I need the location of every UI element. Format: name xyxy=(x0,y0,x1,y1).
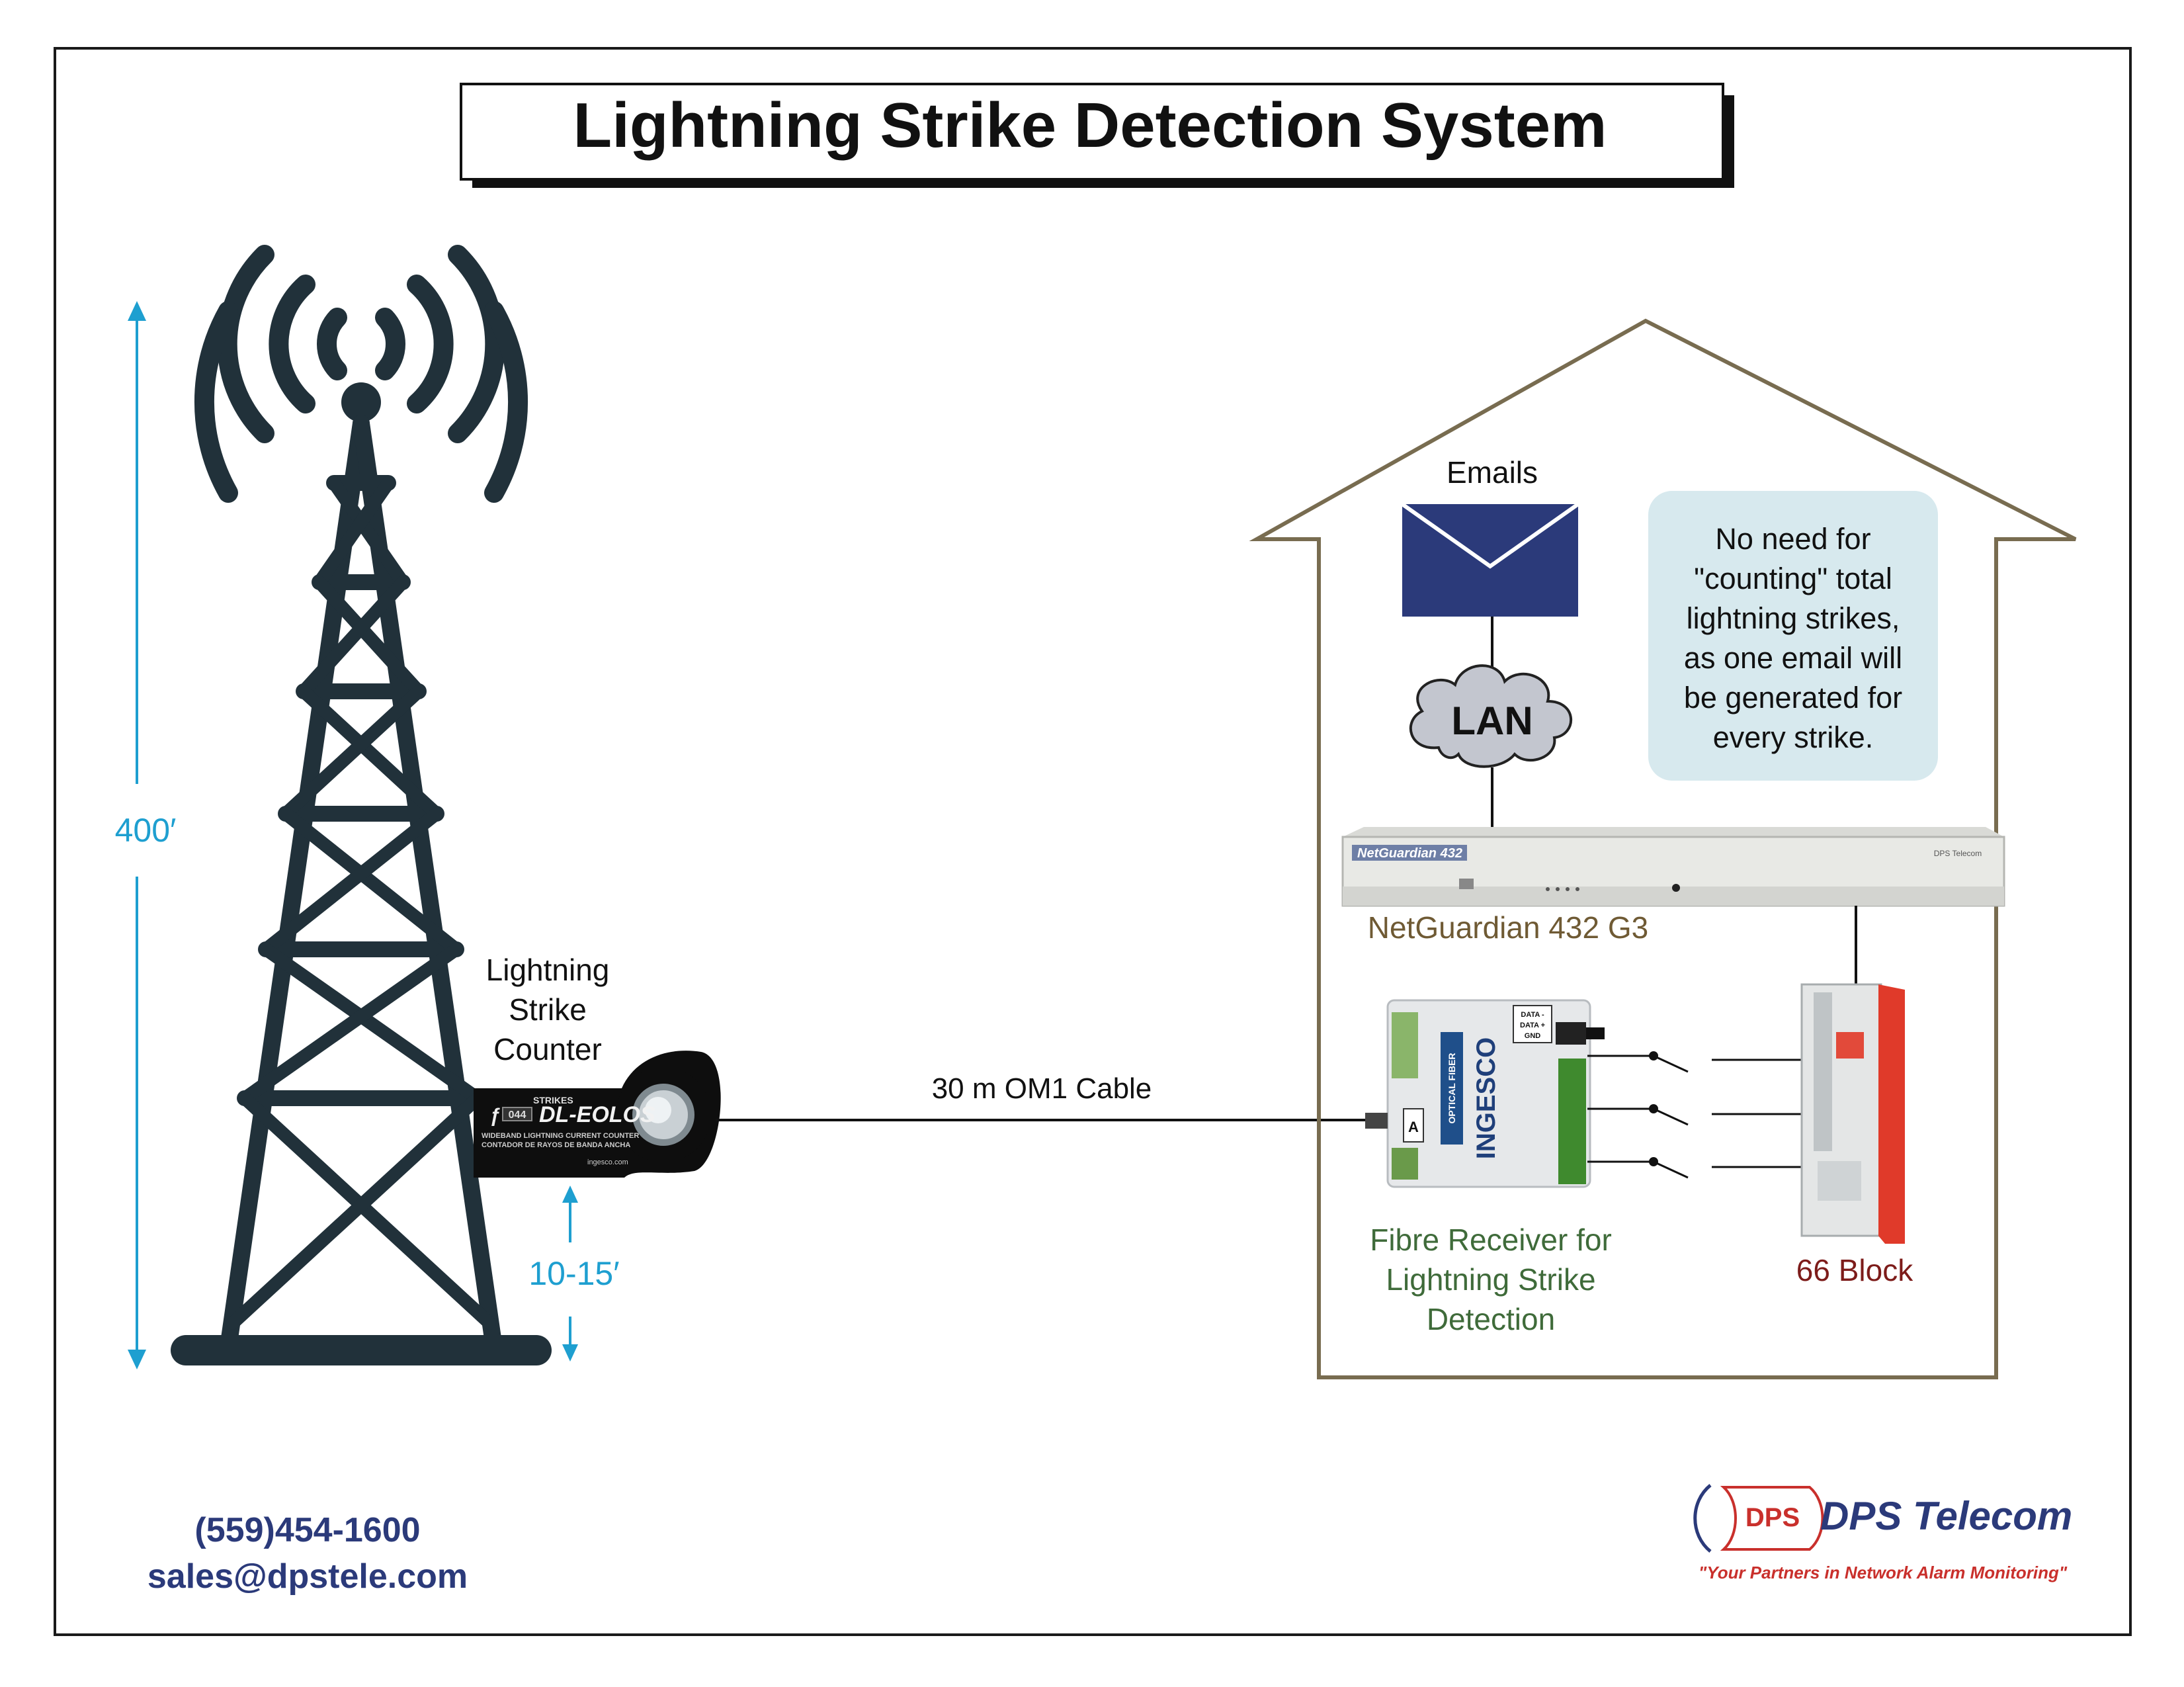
logo-mark: DPS xyxy=(1745,1503,1800,1532)
device-strikes-text: STRIKES xyxy=(533,1095,573,1105)
receiver-label: Fibre Receiver for Lightning Strike Dete… xyxy=(1370,1223,1612,1336)
note-text: No need for "counting" total lightning s… xyxy=(1684,522,1902,754)
receiver-gnd: GND xyxy=(1525,1032,1541,1040)
radio-waves-icon xyxy=(194,245,528,503)
relay-contacts xyxy=(1587,1051,1823,1179)
building-outline xyxy=(1249,318,2077,1379)
tower-icon xyxy=(171,245,552,1365)
page-frame xyxy=(54,47,2132,1636)
note-line-2: "counting" total xyxy=(1694,562,1892,595)
cable-label: 30 m OM1 Cable xyxy=(932,1072,1152,1105)
dps-logo: DPS DPS Telecom "Your Partners in Networ… xyxy=(1693,1484,2072,1582)
dl-eolos-device: STRIKES 044 ƒ DL-EOLOS WIDEBAND LIGHTNIN… xyxy=(474,1051,721,1178)
status-led-icon xyxy=(1672,884,1680,892)
note-line-3: lightning strikes, xyxy=(1687,601,1900,635)
note-line-5: be generated for xyxy=(1684,681,1902,714)
logo-arc-icon xyxy=(1693,1484,1712,1553)
usb-port-icon xyxy=(1459,879,1474,889)
logo-tagline: "Your Partners in Network Alarm Monitori… xyxy=(1699,1563,2068,1582)
device-site: ingesco.com xyxy=(587,1158,628,1166)
counter-height-dimension xyxy=(562,1186,578,1362)
contact-email: sales@dpstele.com xyxy=(147,1557,468,1596)
counter-label-line-3: Counter xyxy=(493,1032,602,1066)
tower-height-dimension xyxy=(128,301,146,1369)
counter-label-line-2: Strike xyxy=(509,992,587,1027)
netguardian-brand: DPS Telecom xyxy=(1934,849,1982,858)
receiver-data-plus: DATA + xyxy=(1520,1021,1545,1029)
receiver-label-line-1: Fibre Receiver for xyxy=(1370,1223,1612,1257)
fibre-receiver-device: OPTICAL FIBER A INGESCO DATA - DATA + GN… xyxy=(1365,999,1605,1188)
note-box xyxy=(1648,491,1938,781)
lan-label: LAN xyxy=(1451,699,1533,743)
receiver-data-minus: DATA - xyxy=(1521,1011,1544,1019)
receiver-fiber-text: OPTICAL FIBER xyxy=(1447,1053,1457,1123)
tower-height-label: 400′ xyxy=(115,812,177,849)
contact-phone: (559)454-1600 xyxy=(194,1511,420,1549)
note-line-6: every strike. xyxy=(1713,720,1874,754)
counter-label-line-1: Lightning xyxy=(486,953,610,987)
svg-text:ƒ: ƒ xyxy=(489,1105,501,1127)
device-subtitle-2: CONTADOR DE RAYOS DE BANDA ANCHA xyxy=(482,1141,630,1149)
66-block-device xyxy=(1800,983,1905,1244)
device-digits: 044 xyxy=(509,1109,526,1121)
counter-height-label: 10-15′ xyxy=(528,1255,619,1292)
fiber-connector-icon xyxy=(1365,1113,1388,1129)
block-label: 66 Block xyxy=(1796,1253,1913,1287)
emails-label: Emails xyxy=(1447,455,1538,490)
lan-cloud-icon: LAN xyxy=(1409,664,1572,768)
receiver-label-line-3: Detection xyxy=(1427,1302,1555,1336)
note-line-4: as one email will xyxy=(1684,641,1902,675)
counter-label: Lightning Strike Counter xyxy=(486,953,610,1066)
receiver-label-line-2: Lightning Strike xyxy=(1386,1262,1595,1297)
title-box: Lightning Strike Detection System xyxy=(460,83,1734,188)
receiver-port-label: A xyxy=(1408,1119,1419,1135)
netguardian-unit: NetGuardian 432 DPS Telecom xyxy=(1341,827,2005,907)
netguardian-label: NetGuardian 432 G3 xyxy=(1368,910,1649,945)
netguardian-faceplate: NetGuardian 432 xyxy=(1357,846,1462,861)
note-line-1: No need for xyxy=(1715,522,1870,556)
page-title: Lightning Strike Detection System xyxy=(573,90,1607,161)
receiver-brand: INGESCO xyxy=(1472,1037,1501,1159)
device-subtitle-1: WIDEBAND LIGHTNING CURRENT COUNTER xyxy=(482,1132,639,1140)
envelope-icon xyxy=(1401,502,1579,617)
logo-name: DPS Telecom xyxy=(1820,1494,2072,1538)
device-name: DL-EOLOS xyxy=(539,1102,655,1127)
